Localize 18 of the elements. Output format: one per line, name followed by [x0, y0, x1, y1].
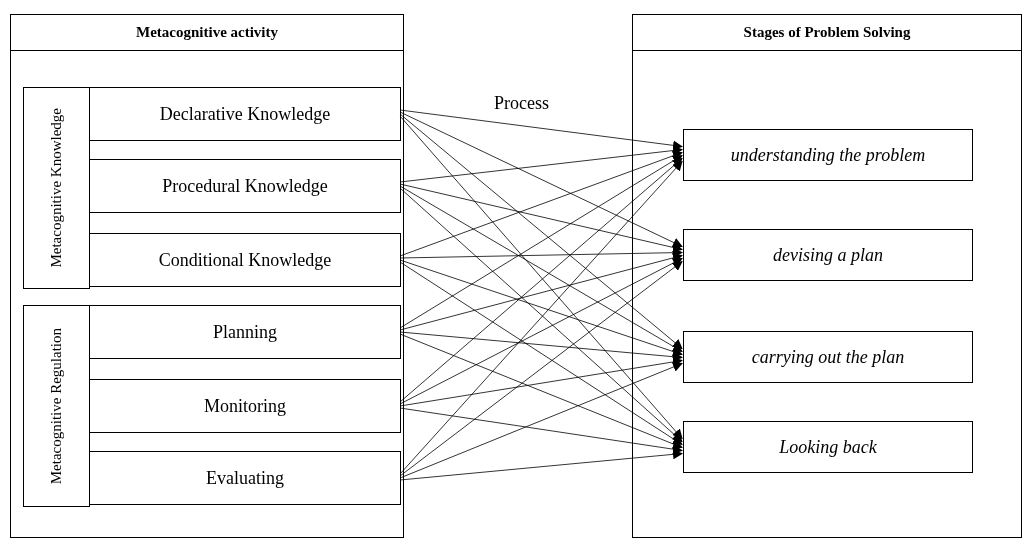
activity-box: Declarative Knowledge	[89, 87, 401, 141]
group-label-box	[23, 305, 90, 507]
stage-box: Looking back	[683, 421, 973, 473]
panel-heading: Metacognitive activity	[11, 15, 403, 51]
stage-box: devising a plan	[683, 229, 973, 281]
activity-box: Planning	[89, 305, 401, 359]
group-label-box	[23, 87, 90, 289]
group-label: Metacognitive Knowledge	[48, 108, 65, 268]
activity-box: Evaluating	[89, 451, 401, 505]
panel-heading: Stages of Problem Solving	[633, 15, 1021, 51]
panel-frame	[10, 14, 404, 538]
stage-box: carrying out the plan	[683, 331, 973, 383]
activity-box: Procedural Knowledge	[89, 159, 401, 213]
panel-frame	[632, 14, 1022, 538]
stage-box: understanding the problem	[683, 129, 973, 181]
group-label: Metacognitive Regulation	[48, 327, 65, 485]
activity-box: Conditional Knowledge	[89, 233, 401, 287]
activity-box: Monitoring	[89, 379, 401, 433]
